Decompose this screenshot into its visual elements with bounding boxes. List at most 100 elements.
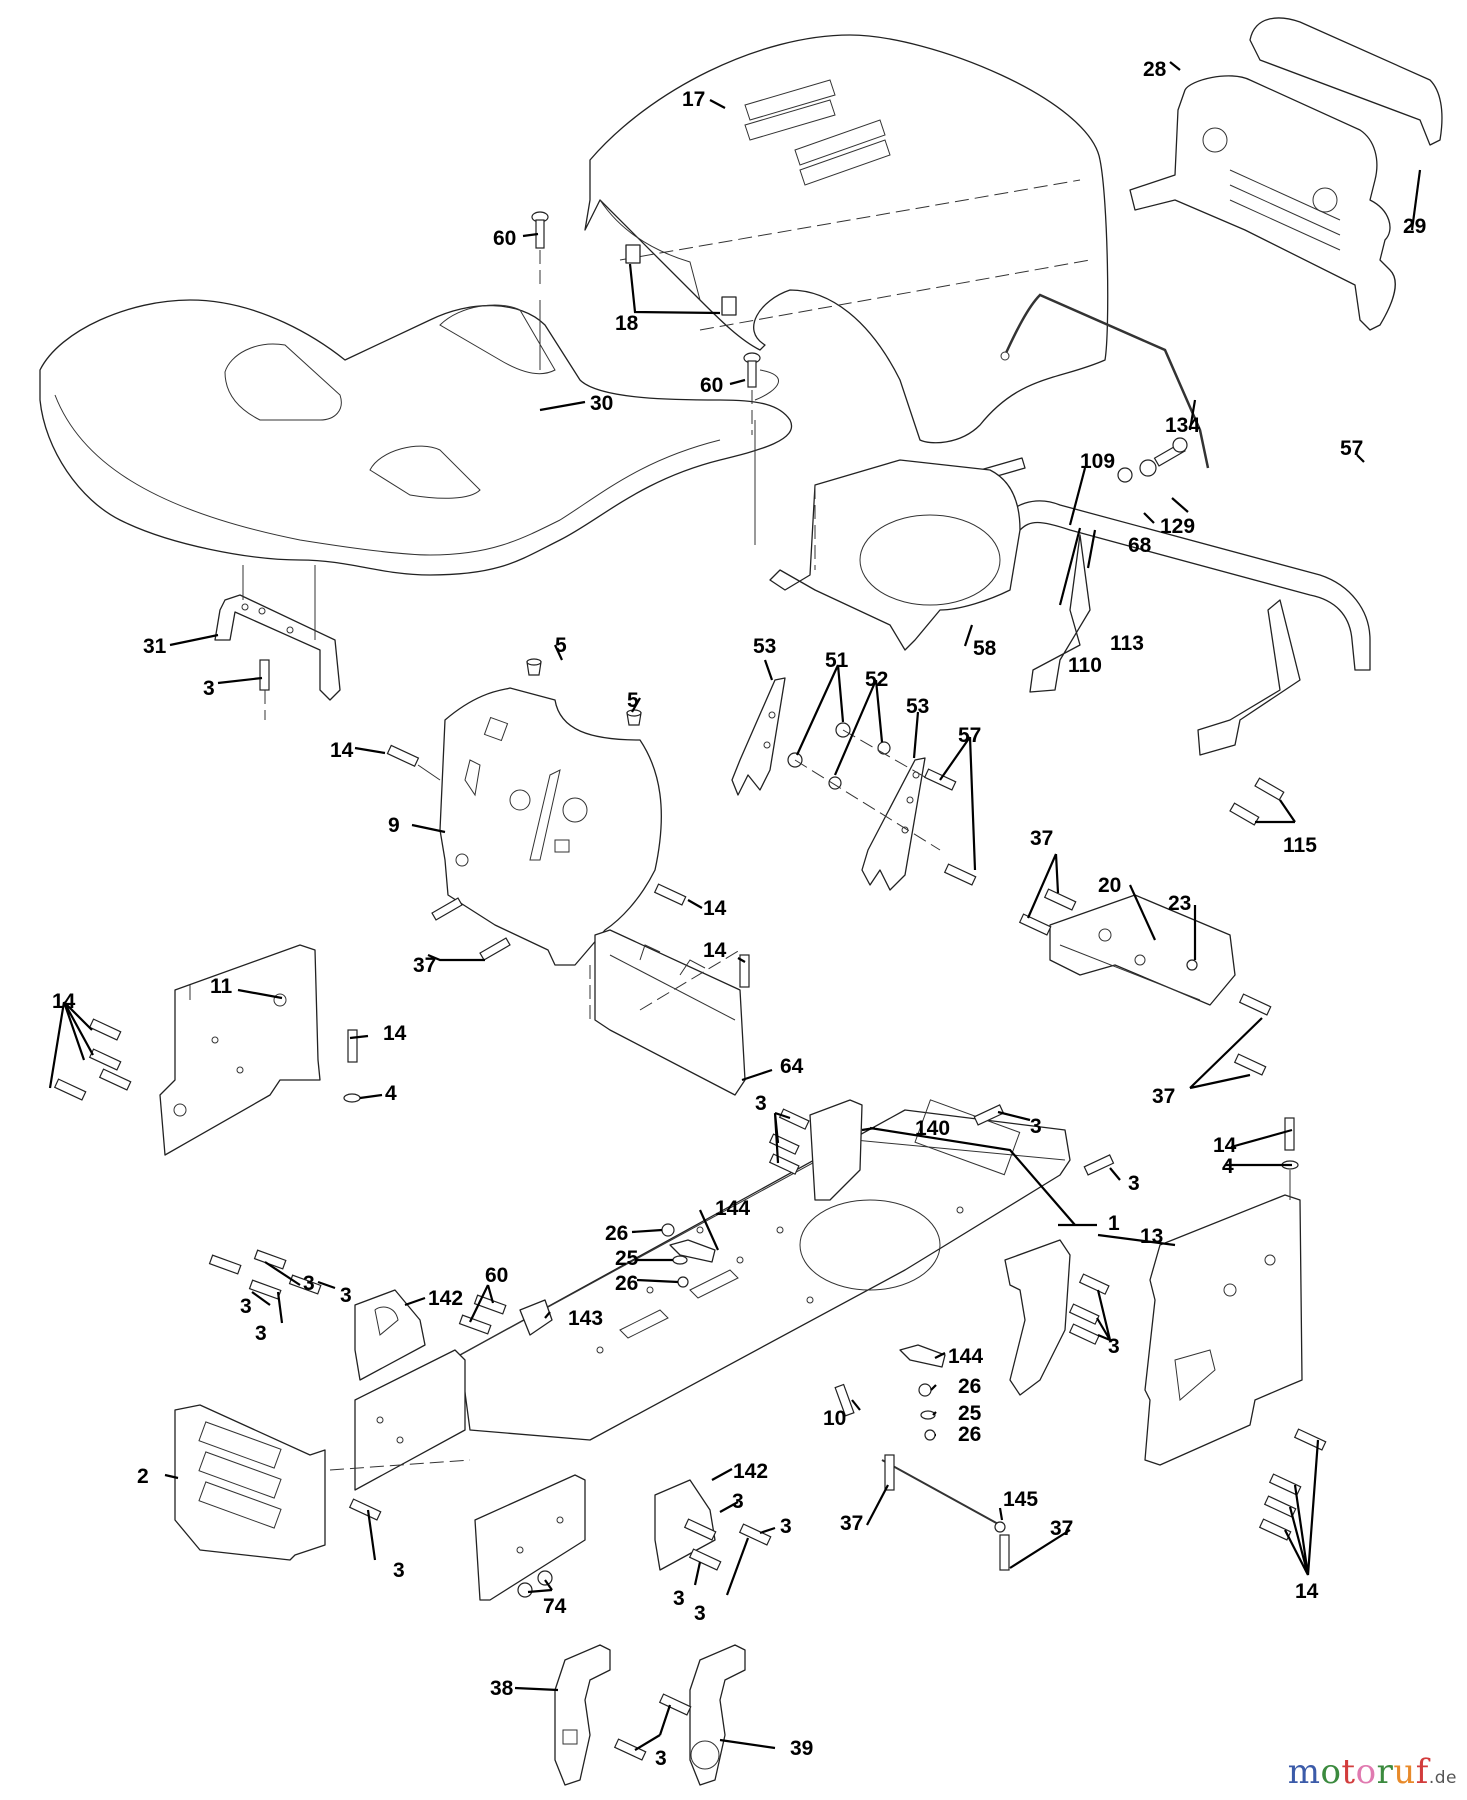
hood-bracket-53a[interactable] <box>731 677 786 796</box>
callout-60[interactable]: 60 <box>485 1264 508 1287</box>
callout-29[interactable]: 29 <box>1403 215 1426 238</box>
callout-53[interactable]: 53 <box>906 695 929 718</box>
callout-3[interactable]: 3 <box>340 1284 352 1307</box>
screw-3a[interactable] <box>259 659 270 720</box>
screws-37-lower[interactable] <box>884 1454 1010 1571</box>
callout-53[interactable]: 53 <box>753 635 776 658</box>
callout-3[interactable]: 3 <box>393 1559 405 1582</box>
hood-part[interactable] <box>584 34 1109 444</box>
callout-57[interactable]: 57 <box>958 724 981 747</box>
nut-23[interactable] <box>1186 959 1198 971</box>
callout-37[interactable]: 37 <box>840 1512 863 1535</box>
grille-part[interactable] <box>1129 75 1396 331</box>
callout-144[interactable]: 144 <box>948 1345 983 1368</box>
front-plate-part[interactable] <box>174 1404 326 1561</box>
callout-14[interactable]: 14 <box>703 897 727 920</box>
callout-26[interactable]: 26 <box>615 1272 638 1295</box>
callout-3[interactable]: 3 <box>1128 1172 1140 1195</box>
fender-bracket-part[interactable] <box>214 594 341 701</box>
front-frame-mid-plate[interactable] <box>474 1474 586 1601</box>
callout-3[interactable]: 3 <box>255 1322 267 1345</box>
callout-3[interactable]: 3 <box>203 677 215 700</box>
clip-144b[interactable] <box>899 1344 946 1441</box>
bolt-14c[interactable] <box>739 954 750 988</box>
hitch-plate-right-part[interactable] <box>689 1644 746 1786</box>
callout-9[interactable]: 9 <box>388 814 400 837</box>
callout-144[interactable]: 144 <box>715 1197 750 1220</box>
screws-3o[interactable] <box>613 1693 692 1761</box>
fender-part[interactable] <box>39 299 793 576</box>
mounting-plate-part[interactable] <box>1049 894 1236 1006</box>
callout-4[interactable]: 4 <box>385 1082 397 1105</box>
callout-37[interactable]: 37 <box>1152 1085 1175 1108</box>
callout-68[interactable]: 68 <box>1128 534 1152 557</box>
callout-17[interactable]: 17 <box>682 88 705 111</box>
callout-58[interactable]: 58 <box>973 637 997 660</box>
callout-3[interactable]: 3 <box>732 1490 744 1513</box>
callout-52[interactable]: 52 <box>865 668 888 691</box>
right-front-bracket[interactable] <box>1004 1239 1071 1396</box>
callout-30[interactable]: 30 <box>590 392 613 415</box>
callout-51[interactable]: 51 <box>825 649 849 672</box>
callout-37[interactable]: 37 <box>413 954 436 977</box>
callout-39[interactable]: 39 <box>790 1737 813 1760</box>
callout-20[interactable]: 20 <box>1098 874 1121 897</box>
callout-5[interactable]: 5 <box>555 634 567 657</box>
callout-129[interactable]: 129 <box>1160 515 1195 538</box>
callout-2[interactable]: 2 <box>137 1465 149 1488</box>
callout-134[interactable]: 134 <box>1165 414 1200 437</box>
nuts-74[interactable] <box>517 1570 553 1598</box>
callout-60[interactable]: 60 <box>700 374 723 397</box>
bolts-60c[interactable] <box>458 1294 507 1335</box>
dash-panel-part[interactable] <box>439 687 662 966</box>
callout-145[interactable]: 145 <box>1003 1488 1038 1511</box>
side-panel-left-part[interactable] <box>159 944 321 1156</box>
battery-tray-part[interactable] <box>769 459 1021 651</box>
callout-3[interactable]: 3 <box>655 1747 667 1770</box>
callout-3[interactable]: 3 <box>240 1295 252 1318</box>
bolts-14g[interactable] <box>1258 1428 1327 1541</box>
callout-115[interactable]: 115 <box>1283 834 1317 857</box>
callout-11[interactable]: 11 <box>210 975 233 998</box>
console-bracket-part[interactable] <box>589 929 746 1096</box>
bumper-plug-5a[interactable] <box>526 658 542 676</box>
callout-14[interactable]: 14 <box>703 939 727 962</box>
callout-14[interactable]: 14 <box>52 990 76 1013</box>
callout-113[interactable]: 113 <box>1110 632 1144 655</box>
callout-142[interactable]: 142 <box>733 1460 768 1483</box>
callout-3[interactable]: 3 <box>1030 1115 1042 1138</box>
callout-4[interactable]: 4 <box>1222 1155 1234 1178</box>
callout-3[interactable]: 3 <box>673 1587 685 1610</box>
bracket-140[interactable] <box>809 1099 863 1201</box>
screws-3e[interactable] <box>1068 1273 1110 1345</box>
screws-3g[interactable] <box>683 1518 772 1571</box>
callout-28[interactable]: 28 <box>1143 58 1167 81</box>
callout-26[interactable]: 26 <box>958 1375 981 1398</box>
callout-38[interactable]: 38 <box>490 1677 514 1700</box>
front-bumper-tube-part[interactable] <box>1004 500 1371 756</box>
screws-115[interactable] <box>1229 777 1285 826</box>
clip-144a[interactable] <box>661 1223 716 1288</box>
callout-25[interactable]: 25 <box>615 1247 639 1270</box>
washers-52[interactable] <box>828 741 891 790</box>
callout-14[interactable]: 14 <box>1213 1134 1237 1157</box>
callout-25[interactable]: 25 <box>958 1402 982 1425</box>
shoulder-bolts-57[interactable] <box>923 768 977 886</box>
callout-1[interactable]: 1 <box>1108 1212 1120 1235</box>
hitch-plate-left-part[interactable] <box>554 1644 611 1786</box>
callout-5[interactable]: 5 <box>627 689 639 712</box>
screws-37a[interactable] <box>431 897 511 961</box>
callout-3[interactable]: 3 <box>694 1602 706 1625</box>
carriage-bolt-60a[interactable] <box>531 211 549 290</box>
bumper-cap-part[interactable] <box>1249 17 1443 146</box>
callout-140[interactable]: 140 <box>915 1117 950 1140</box>
bolt-14d-washer-4a[interactable] <box>343 1029 361 1103</box>
callout-60[interactable]: 60 <box>493 227 516 250</box>
callout-3[interactable]: 3 <box>755 1092 767 1115</box>
bumper-plug-5b[interactable] <box>626 709 642 726</box>
callout-14[interactable]: 14 <box>383 1022 407 1045</box>
carriage-bolt-60b[interactable] <box>743 352 761 435</box>
hood-pads[interactable] <box>625 244 737 316</box>
hood-rod-hardware[interactable] <box>1117 437 1188 483</box>
callout-14[interactable]: 14 <box>330 739 354 762</box>
